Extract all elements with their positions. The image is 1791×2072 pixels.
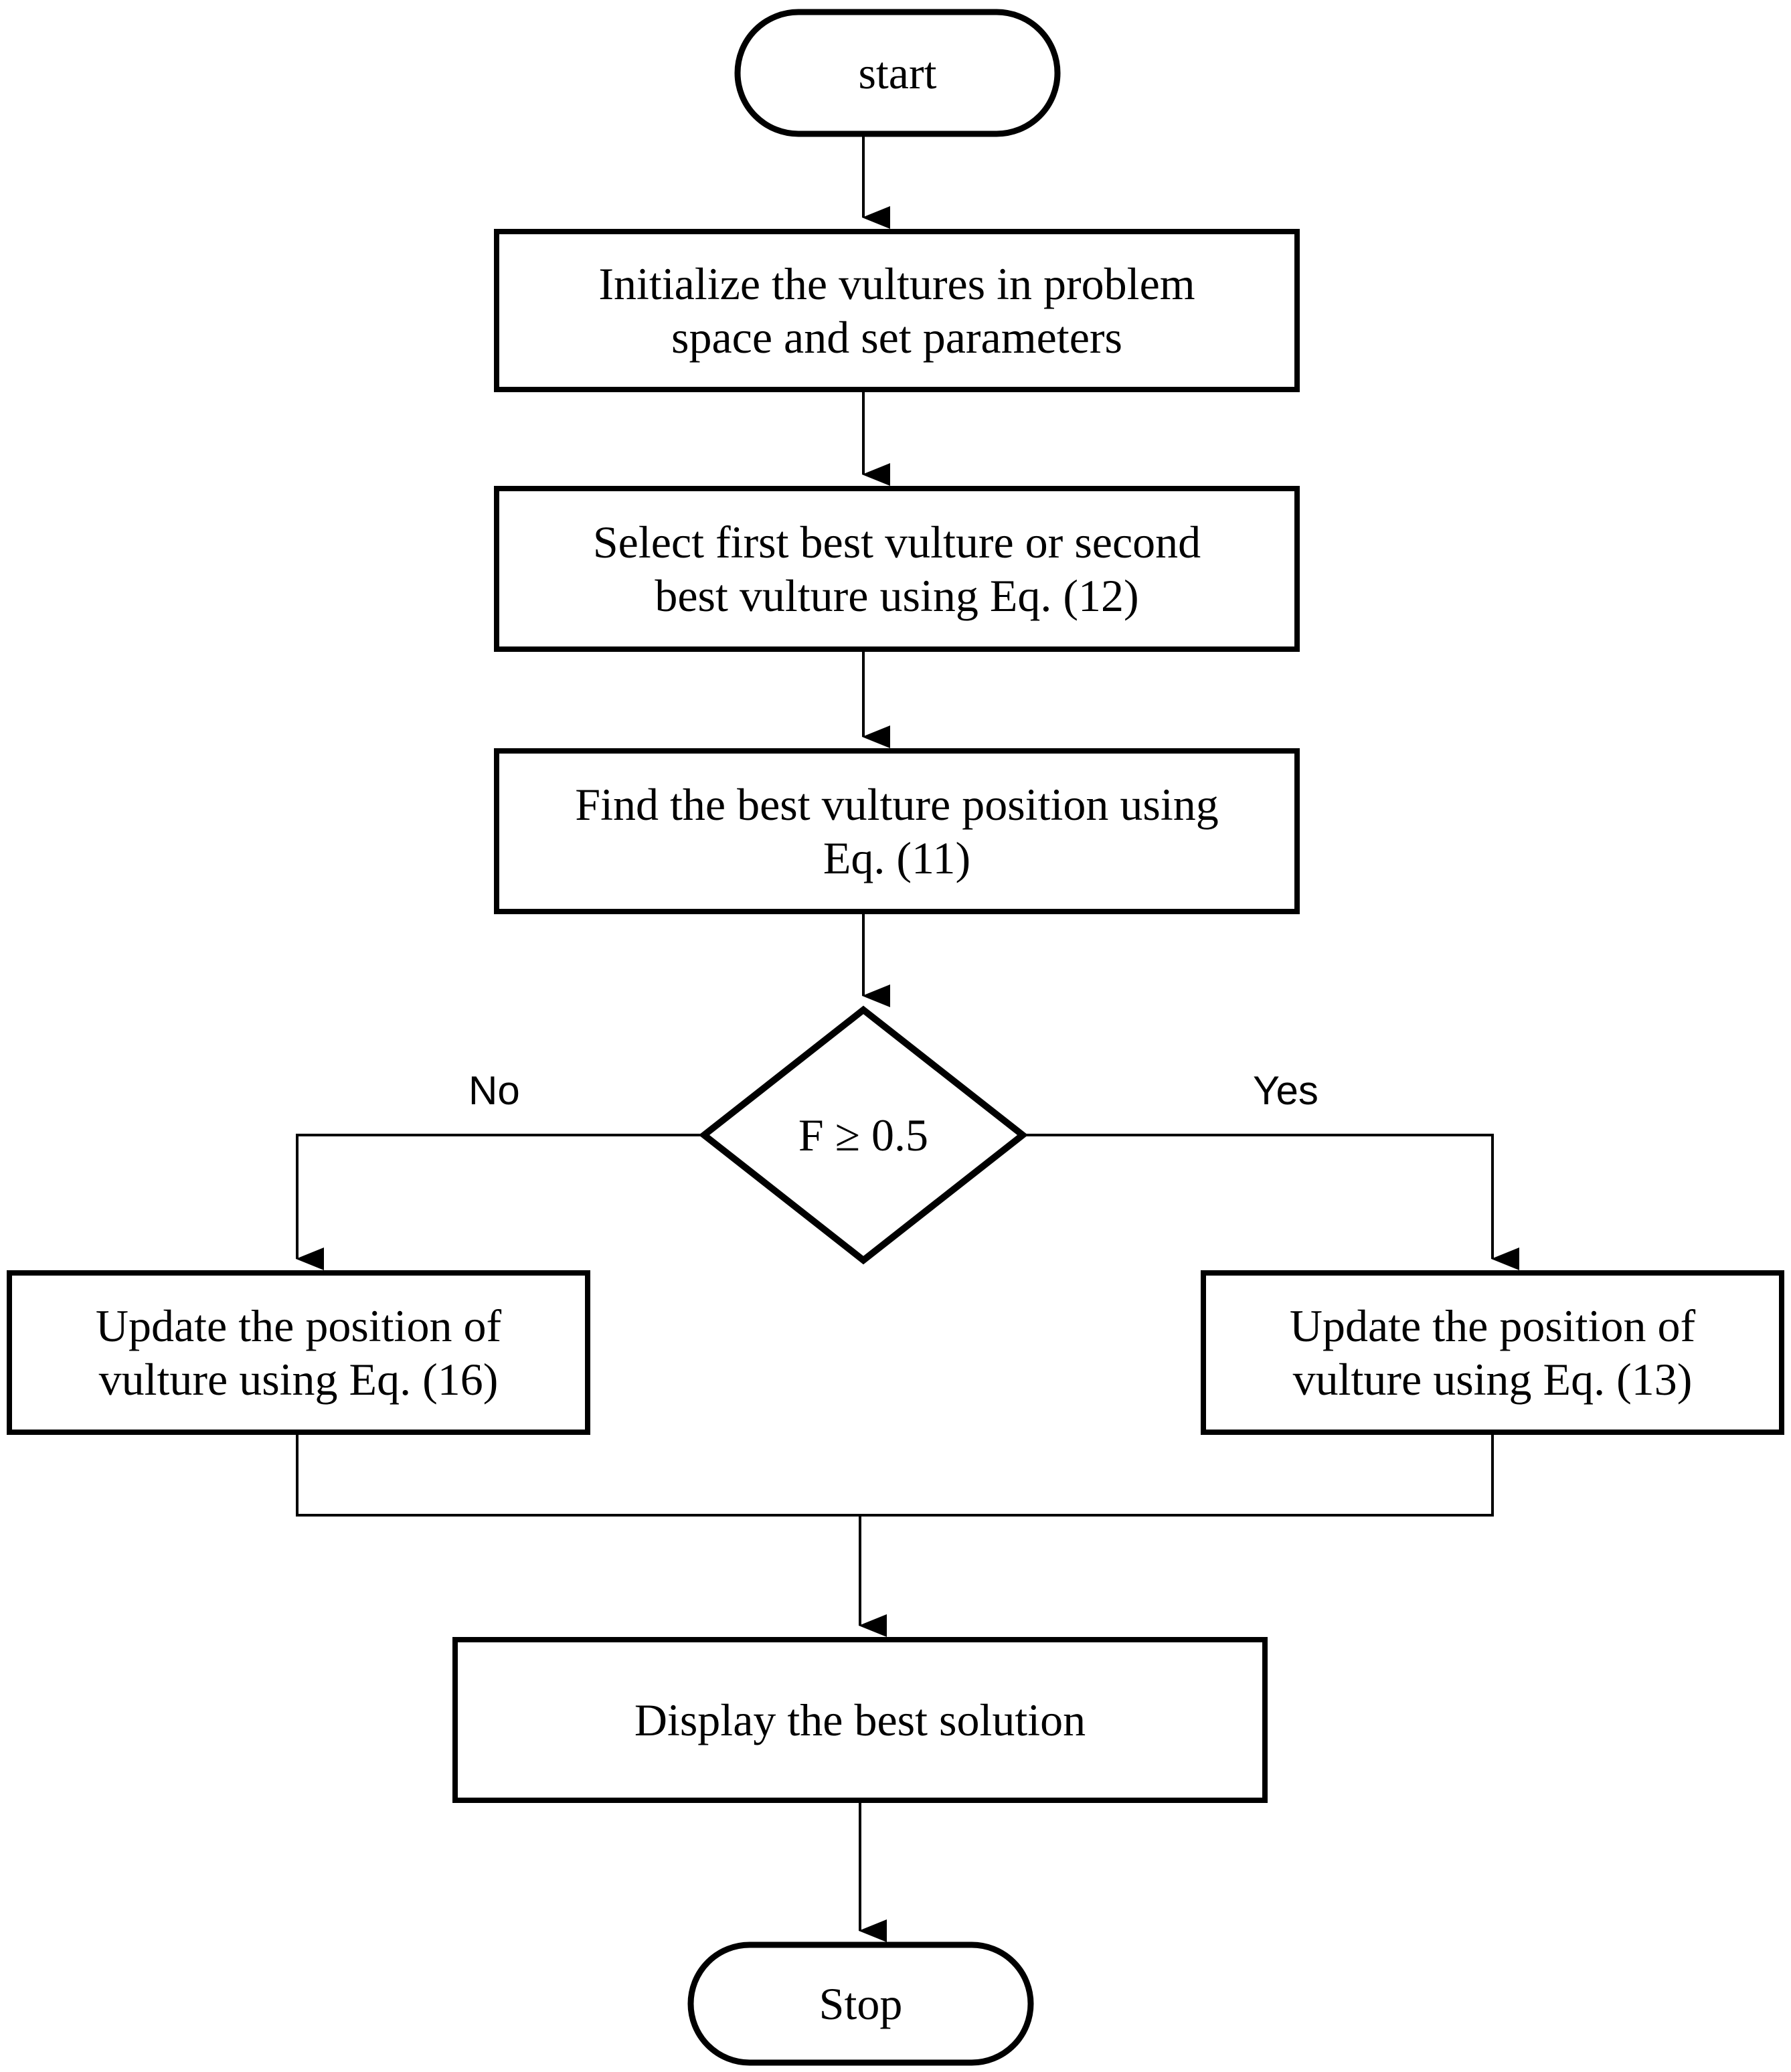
node-find-shape [494, 748, 1300, 914]
node-display-shape [452, 1637, 1268, 1803]
node-decision-shape [698, 1005, 1029, 1265]
edge-decision-yes [1023, 1134, 1519, 1270]
node-initialize-shape [494, 229, 1300, 392]
edge-label-no: No [468, 1068, 520, 1113]
node-update-13-shape [1201, 1270, 1784, 1435]
edge-decision-no [296, 1134, 704, 1270]
edge-label-yes: Yes [1253, 1068, 1318, 1113]
edge-update16-merge [296, 1432, 860, 1517]
edge-update13-merge [860, 1432, 1494, 1517]
node-select-shape [494, 486, 1300, 652]
node-update-16-shape [7, 1270, 590, 1435]
node-start-shape [734, 9, 1061, 137]
node-stop-shape [687, 1941, 1034, 2066]
